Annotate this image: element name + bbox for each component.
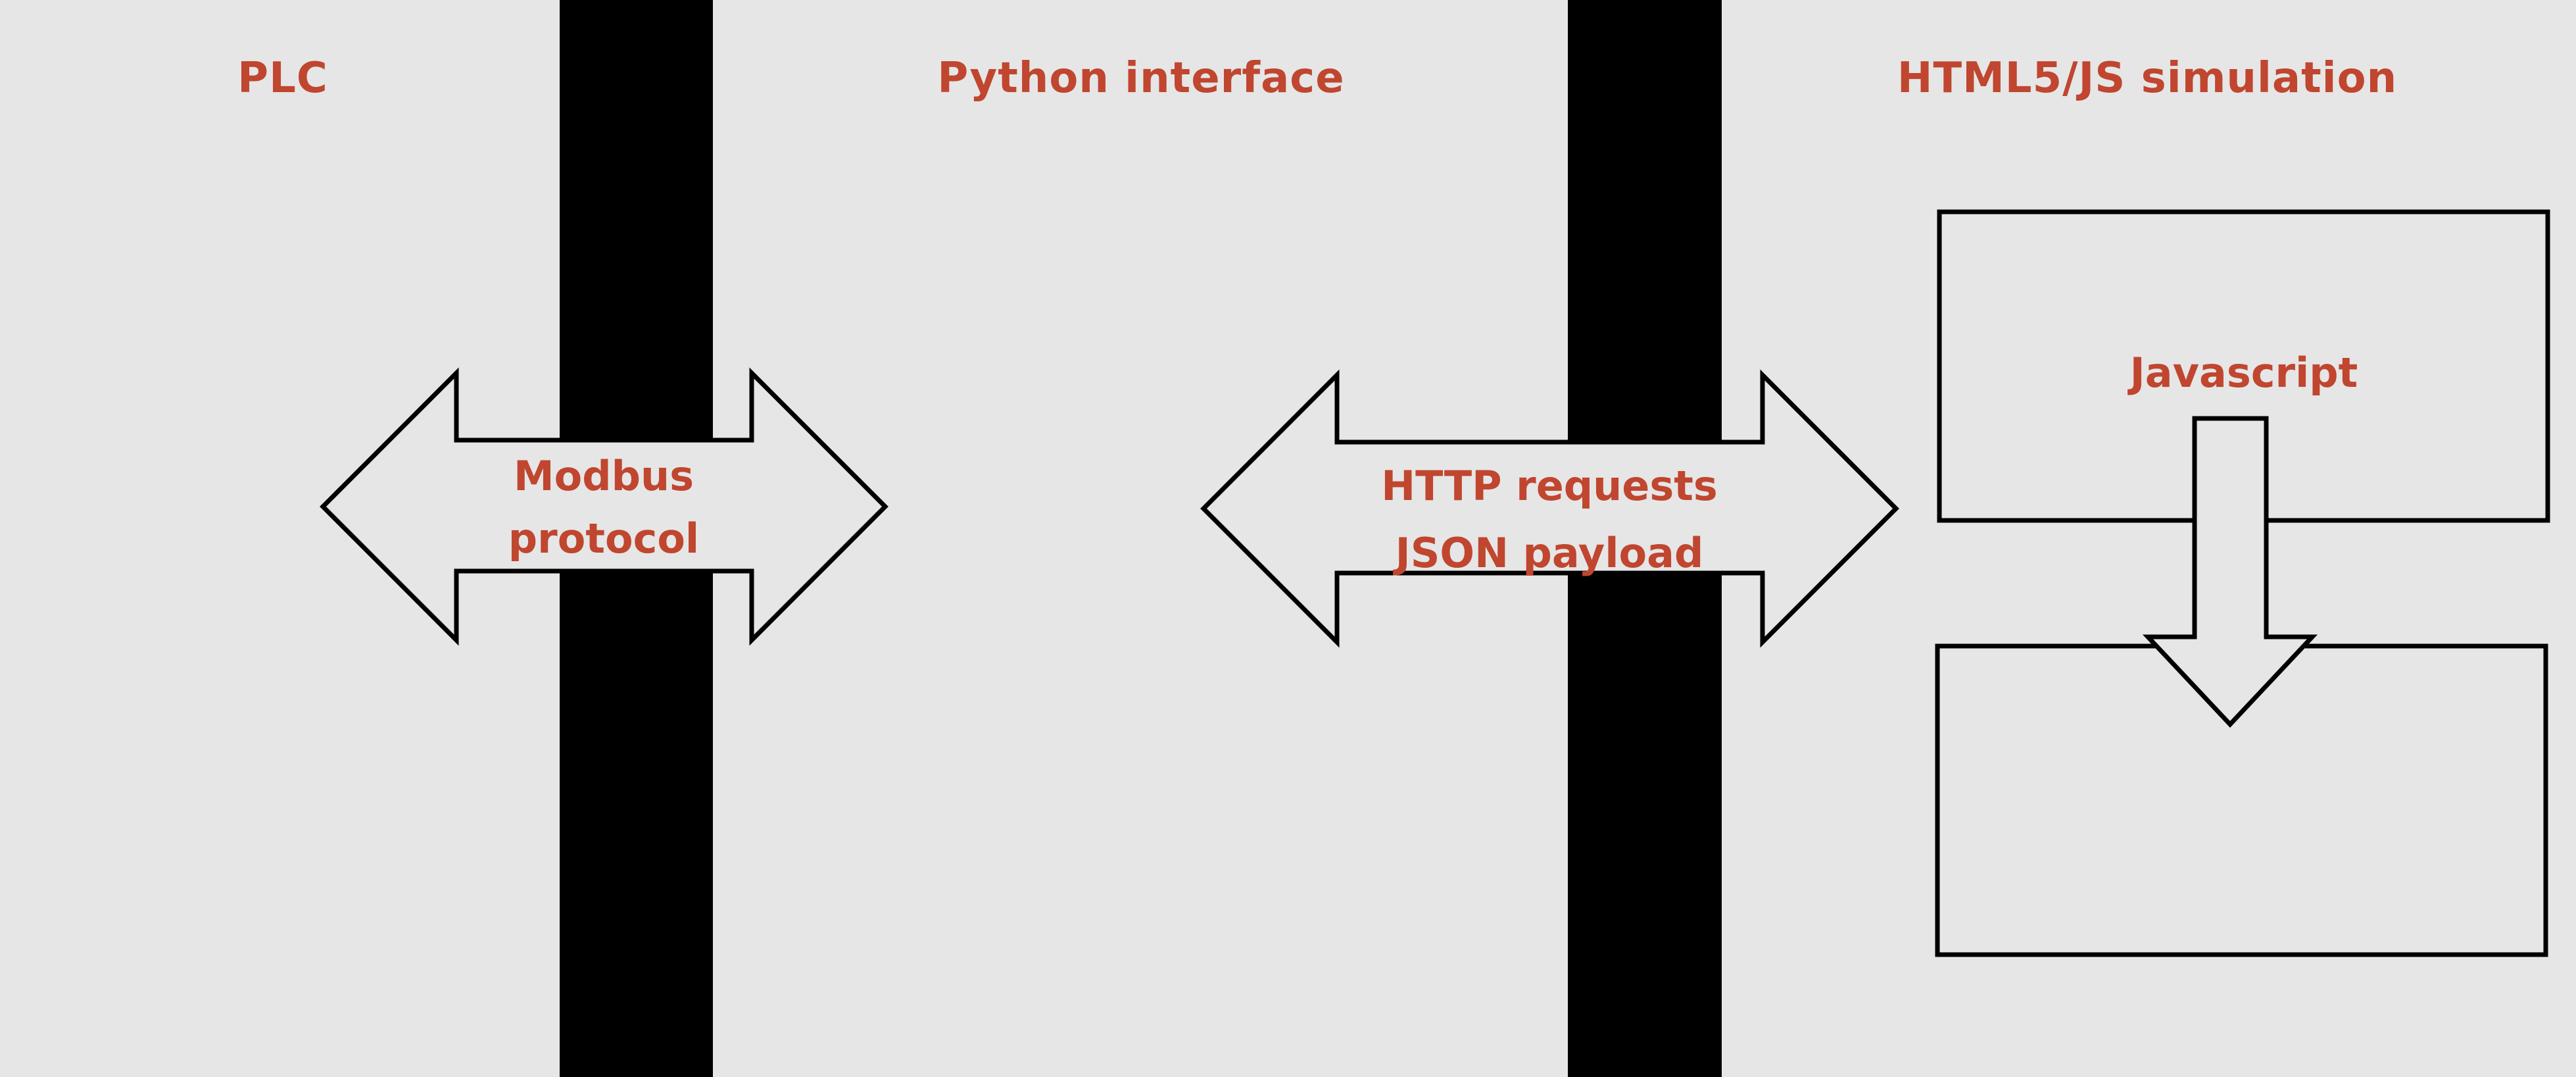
- http-arrow-shape: [1200, 369, 1899, 648]
- modbus-label-line-1: Modbus: [514, 452, 694, 500]
- modbus-arrow-shape: [320, 367, 888, 646]
- http-connector: HTTP requests JSON payload: [1200, 369, 1899, 648]
- column-title-plc: PLC: [237, 54, 328, 103]
- modbus-connector: Modbus protocol: [320, 367, 888, 646]
- javascript-box-label: Javascript: [2127, 349, 2358, 397]
- http-label-line-1: HTTP requests: [1381, 462, 1718, 510]
- column-title-python-interface: Python interface: [937, 54, 1344, 103]
- js-to-html-arrow-shape: [2142, 416, 2318, 728]
- column-title-html5-js-simulation: HTML5/JS simulation: [1897, 54, 2397, 103]
- modbus-label-line-2: protocol: [508, 514, 699, 563]
- http-label-line-2: JSON payload: [1393, 529, 1704, 577]
